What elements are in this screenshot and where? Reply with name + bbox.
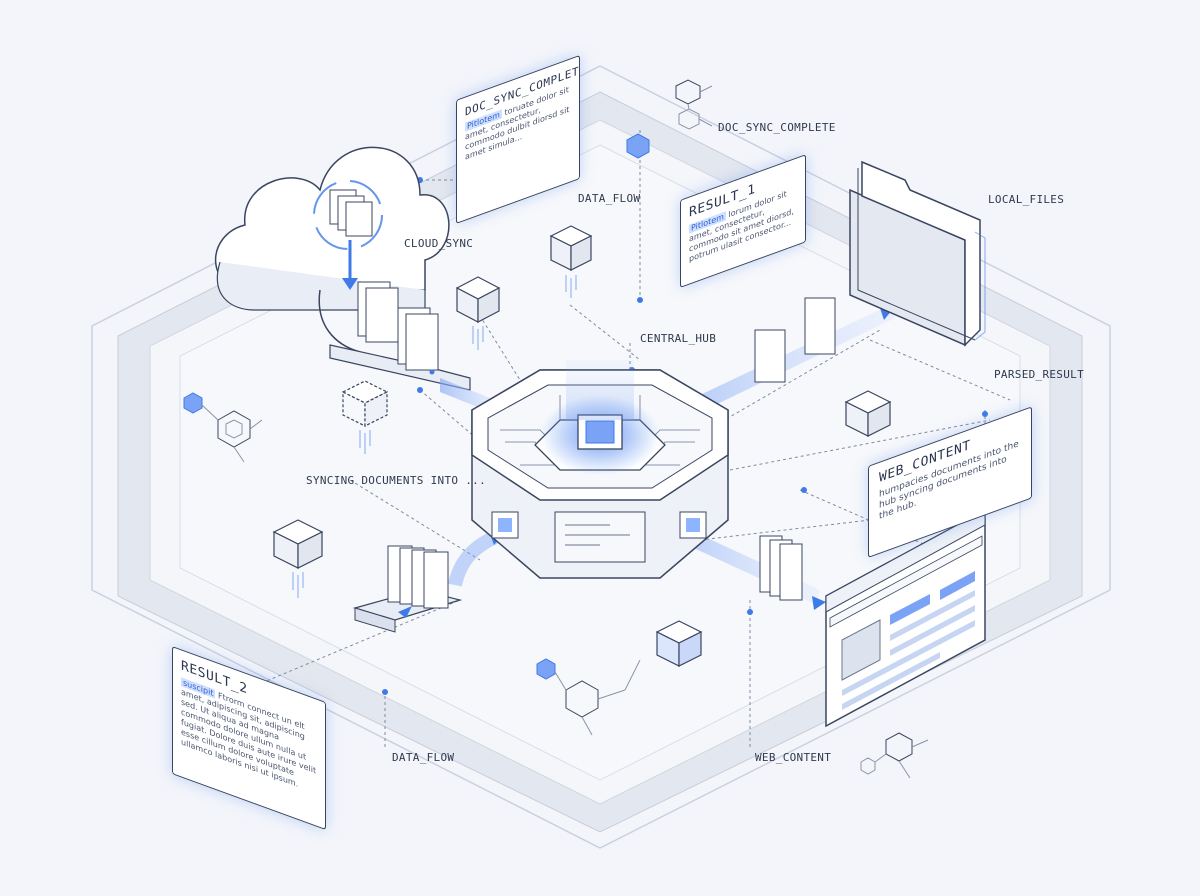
label-cloud-sync: CLOUD_SYNC <box>404 237 474 250</box>
lower-file-tray <box>352 545 463 633</box>
upper-file-tray <box>318 281 471 391</box>
label-parsed-result: PARSED_RESULT <box>994 368 1084 381</box>
cloud-icon <box>214 146 450 311</box>
label-web-content-bottom: WEB_CONTENT <box>755 751 832 764</box>
right-documents <box>754 297 836 601</box>
label-syncing-documents: SYNCING DOCUMENTS INTO ... <box>306 474 486 487</box>
molecule-icons <box>183 79 929 779</box>
label-data-flow-bottom: DATA_FLOW <box>392 751 455 764</box>
folder-icon <box>849 160 986 347</box>
floating-cubes <box>272 225 892 667</box>
label-local-files: LOCAL_FILES <box>988 193 1065 206</box>
label-doc-sync-complete: DOC_SYNC_COMPLETE <box>718 121 836 134</box>
browser-window-graphic <box>825 508 986 728</box>
label-central-hub: CENTRAL_HUB <box>640 332 717 345</box>
label-data-flow-top: DATA_FLOW <box>578 192 641 205</box>
central-hub <box>471 360 729 579</box>
drip-lines <box>292 275 577 598</box>
